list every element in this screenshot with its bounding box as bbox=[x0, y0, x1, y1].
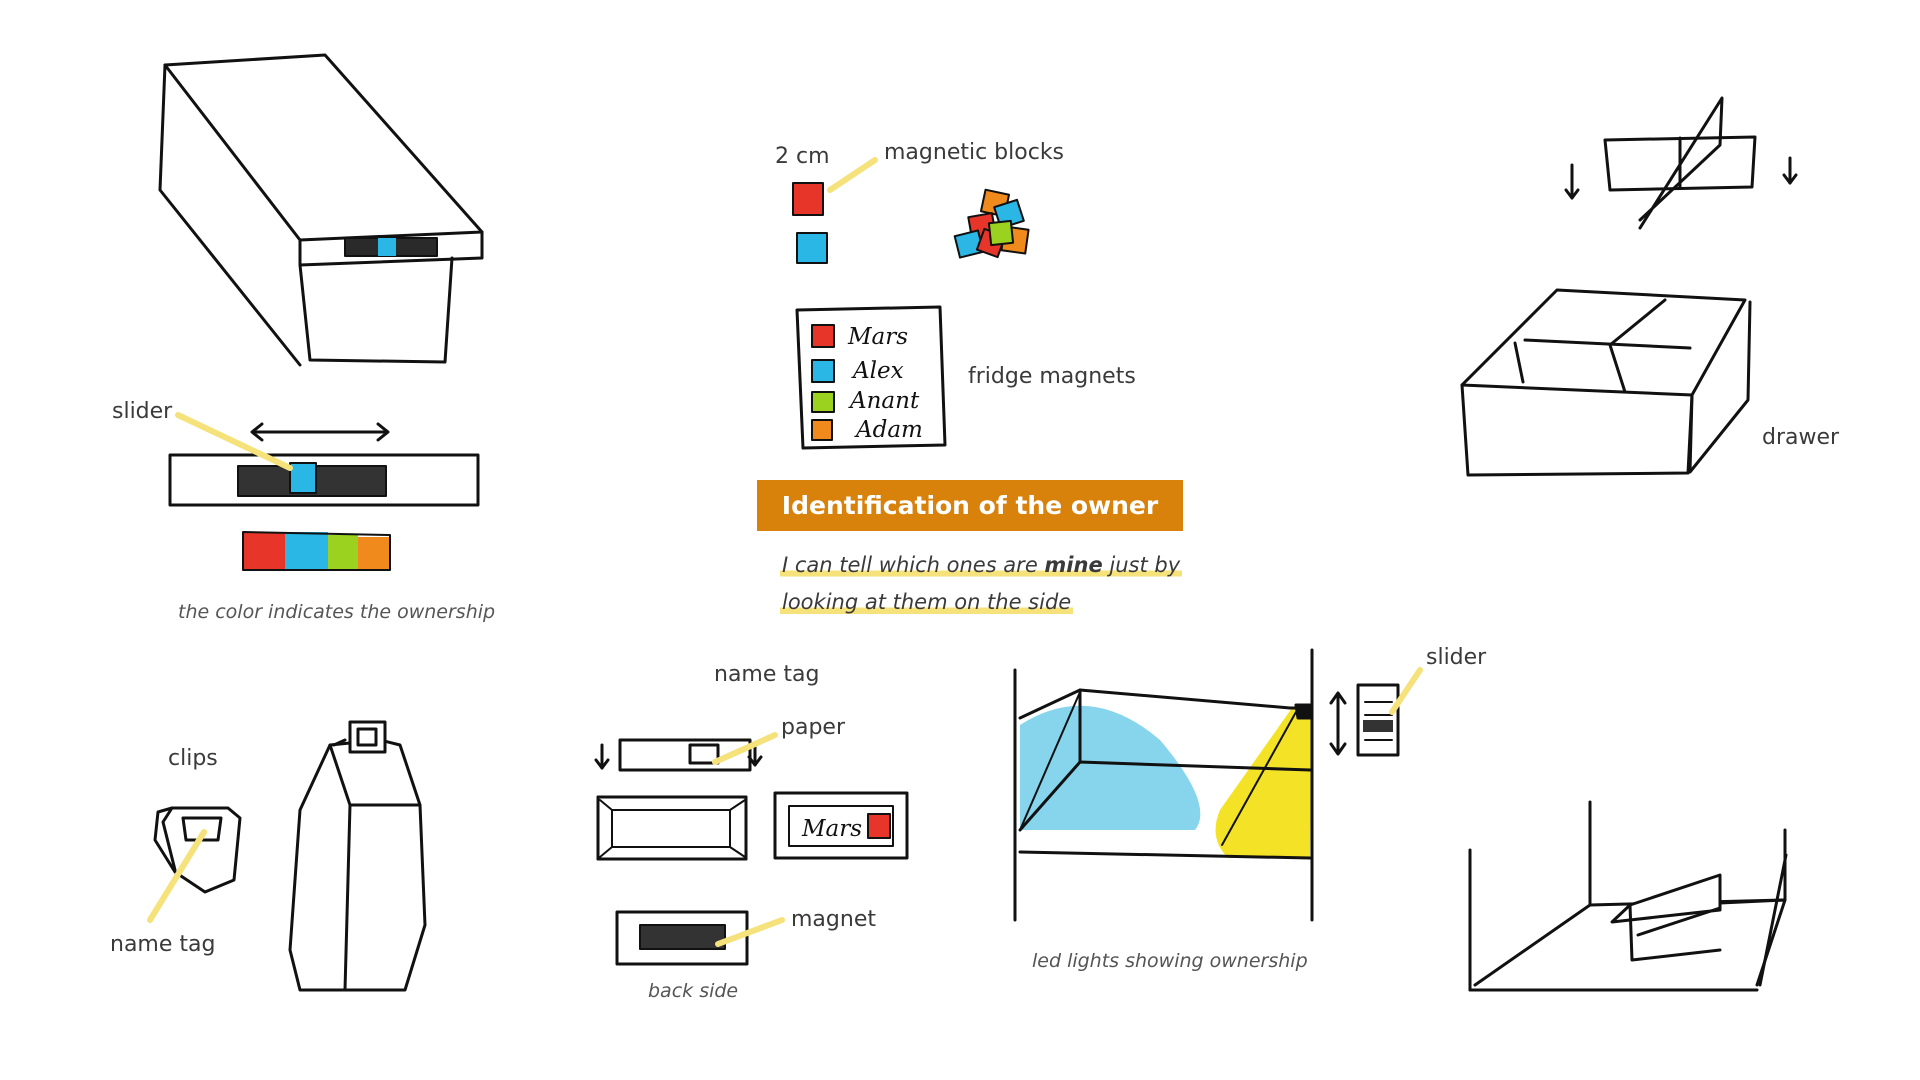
magnetic-blocks-label: magnetic blocks bbox=[884, 140, 1064, 165]
fridge-name-2: Alex bbox=[851, 358, 904, 384]
fridge-name-1: Mars bbox=[847, 324, 908, 350]
small-slider-sketch bbox=[1331, 685, 1398, 755]
size-highlight-line bbox=[830, 160, 875, 190]
name-tag-label: name tag bbox=[714, 662, 819, 687]
sliding-divider-sketch bbox=[1470, 802, 1786, 990]
drawer-label: drawer bbox=[1762, 425, 1839, 450]
magnet-highlight-line bbox=[718, 920, 782, 944]
slider-blue-square bbox=[290, 463, 316, 493]
tag-front-empty bbox=[598, 797, 746, 859]
led-caption: led lights showing ownership bbox=[1032, 950, 1308, 972]
clip-name-tag-label: name tag bbox=[110, 932, 215, 957]
paper-label: paper bbox=[781, 715, 845, 740]
quote-line-1: I can tell which ones are mine just by bbox=[780, 553, 1182, 578]
clip-sketch bbox=[155, 808, 240, 892]
magnet-label: magnet bbox=[791, 907, 876, 932]
divider-sketch bbox=[1566, 98, 1796, 228]
shoe-box-sketch bbox=[160, 55, 482, 365]
back-side-caption: back side bbox=[648, 980, 738, 1002]
color-strip bbox=[243, 532, 390, 570]
fridge-name-4: Adam bbox=[854, 417, 923, 443]
led-shelf-sketch bbox=[1015, 650, 1312, 920]
drawer-sketch bbox=[1462, 290, 1750, 475]
magnetic-blocks bbox=[793, 183, 1029, 263]
fridge-name-3: Anant bbox=[848, 388, 920, 414]
slider-label: slider bbox=[112, 399, 172, 424]
fridge-names: Mars Alex Anant Adam bbox=[847, 324, 923, 443]
box-color-square bbox=[378, 238, 396, 256]
color-caption: the color indicates the ownership bbox=[178, 601, 495, 623]
slider-right-highlight-line bbox=[1392, 670, 1420, 712]
quote-line-2: looking at them on the side bbox=[780, 590, 1073, 615]
slider-highlight-line bbox=[178, 415, 290, 468]
tag-name-text: Mars bbox=[801, 816, 862, 842]
clips-label: clips bbox=[168, 746, 218, 771]
fridge-magnets-label: fridge magnets bbox=[968, 364, 1136, 389]
slider-right-label: slider bbox=[1426, 645, 1486, 670]
carton-sketch bbox=[290, 722, 425, 990]
size-label: 2 cm bbox=[775, 144, 830, 169]
page-title: Identification of the owner bbox=[757, 480, 1183, 531]
